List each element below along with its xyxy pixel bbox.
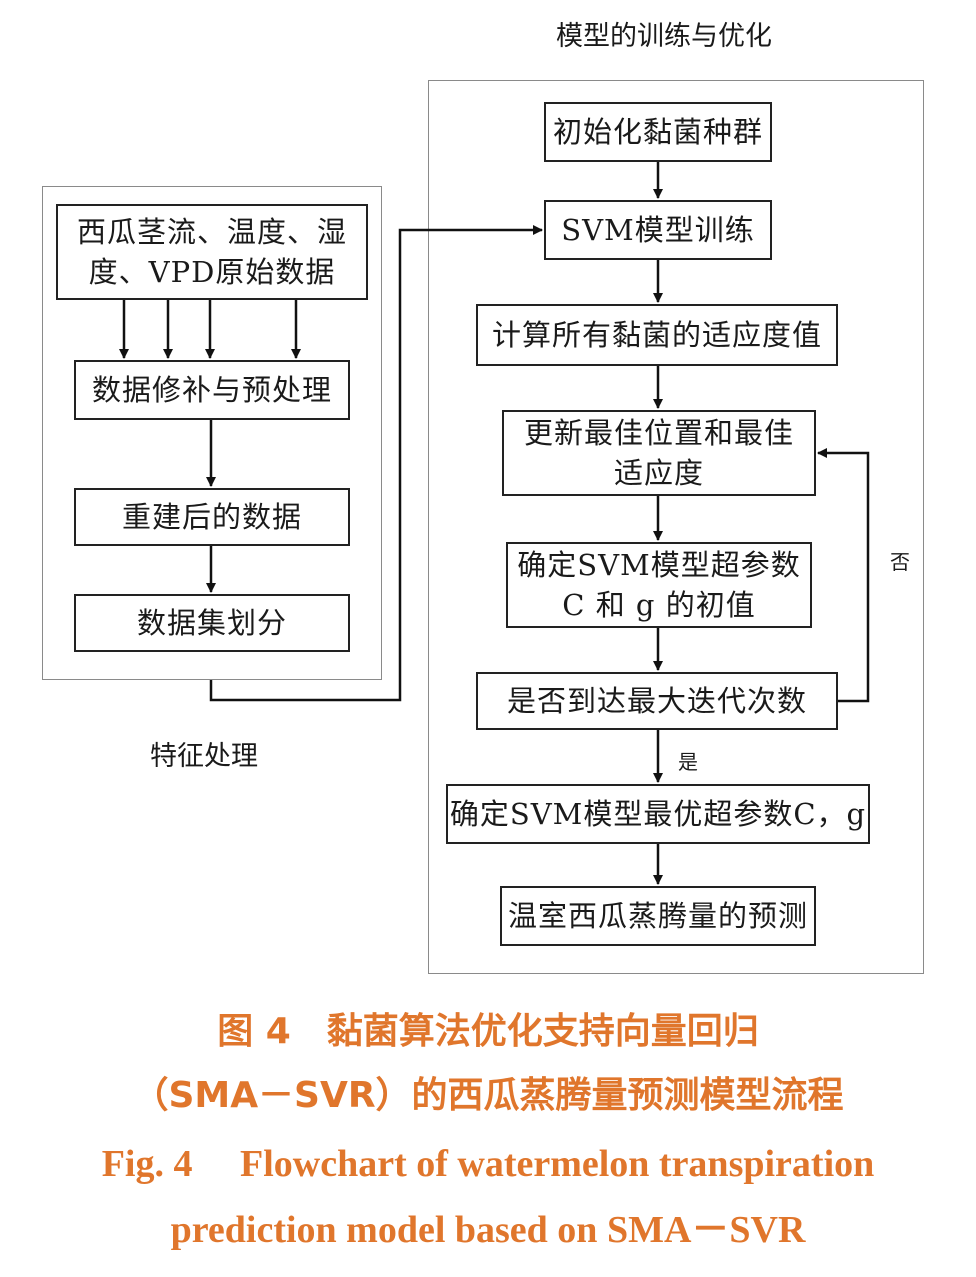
fitness-calc-box: 计算所有黏菌的适应度值	[476, 304, 838, 366]
no-branch-label: 否	[890, 550, 910, 574]
caption-en-line2: prediction model based on SMA－SVR	[170, 1209, 806, 1251]
caption-cn-line1: 图 4 黏菌算法优化支持向量回归	[217, 1011, 759, 1052]
init-slime-mould-box: 初始化黏菌种群	[544, 102, 772, 162]
feature-processing-panel	[42, 186, 382, 680]
flow-connectors	[119, 162, 870, 885]
init-hyperparams-box: 确定SVM模型超参数 C 和 g 的初值	[506, 542, 812, 628]
svm-training-box: SVM模型训练	[544, 200, 772, 260]
reconstructed-data-box: 重建后的数据	[74, 488, 350, 546]
max-iteration-box: 是否到达最大迭代次数	[476, 672, 838, 730]
update-best-box: 更新最佳位置和最佳 适应度	[502, 410, 816, 496]
arrow-feature-to-svm	[209, 225, 543, 702]
optimal-hyperparams-box: 确定SVM模型最优超参数C，g	[446, 784, 870, 844]
transpiration-prediction-box: 温室西瓜蒸腾量的预测	[500, 886, 816, 946]
arrow-no-loop	[817, 448, 870, 703]
caption-cn-line2: （SMA－SVR）的西瓜蒸腾量预测模型流程	[132, 1075, 844, 1116]
dataset-split-box: 数据集划分	[74, 594, 350, 652]
data-repair-box: 数据修补与预处理	[74, 360, 350, 420]
feature-group-title: 特征处理	[150, 741, 258, 772]
caption-en-line1: Fig. 4 Flowchart of watermelon transpira…	[101, 1143, 875, 1185]
yes-branch-label: 是	[678, 750, 698, 774]
model-training-panel	[428, 80, 924, 974]
training-group-title: 模型的训练与优化	[556, 21, 772, 52]
raw-data-box: 西瓜茎流、温度、湿 度、VPD原始数据	[56, 204, 368, 300]
